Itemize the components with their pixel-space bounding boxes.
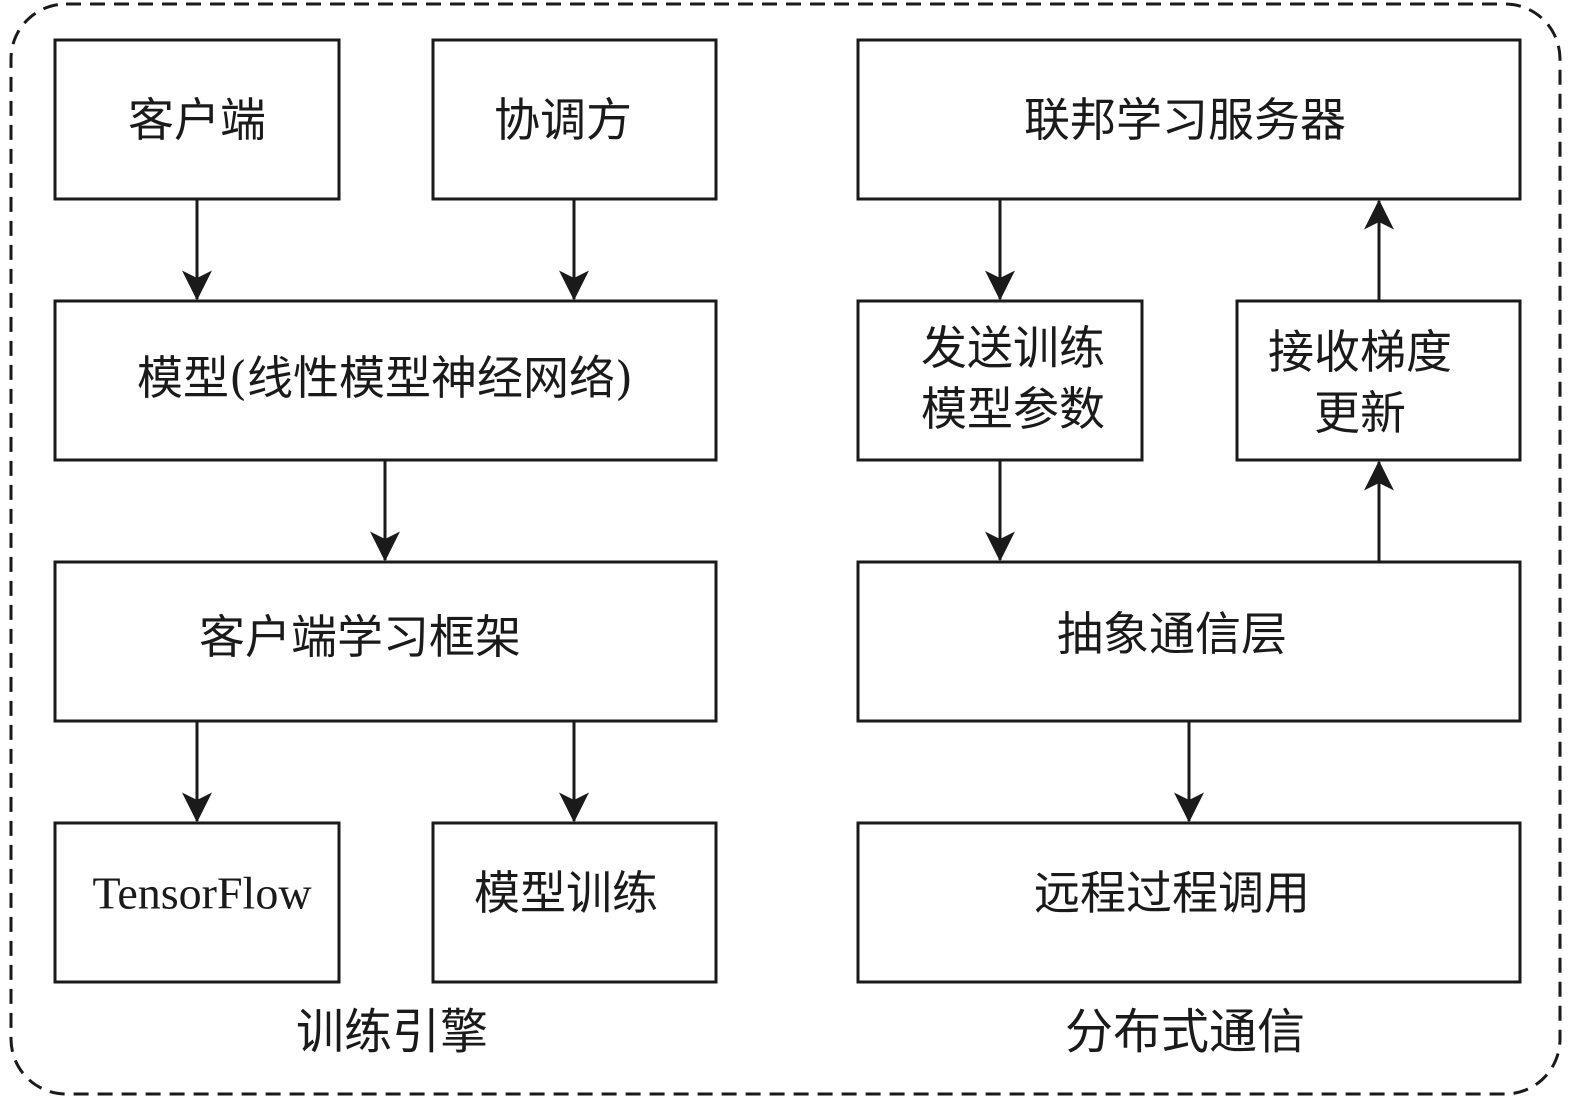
send-params-label-line2: 模型参数: [921, 382, 1105, 436]
receive-grad-label-line1: 接收梯度: [1268, 325, 1452, 379]
model-training-label: 模型训练: [474, 866, 658, 920]
distributed-comm-label: 分布式通信: [1065, 1004, 1305, 1060]
client-framework-label: 客户端学习框架: [199, 610, 521, 664]
send-params-box: [856, 299, 1144, 462]
rpc-label: 远程过程调用: [1034, 866, 1310, 920]
client-box: [53, 38, 341, 201]
model-training-box: [431, 821, 718, 984]
tensorflow-label: TensorFlow: [92, 868, 312, 919]
fl-server-box: [856, 38, 1522, 201]
client-label: 客户端: [128, 93, 266, 147]
receive-grad-label-line2: 更新: [1314, 386, 1406, 440]
model-box: [53, 299, 718, 462]
comm-layer-box: [856, 560, 1522, 723]
fl-server-label: 联邦学习服务器: [1024, 93, 1346, 147]
send-params-label-line1: 发送训练: [921, 321, 1105, 375]
training-engine-label: 训练引擎: [296, 1004, 488, 1060]
tensorflow-box: [53, 821, 341, 984]
rpc-box: [856, 821, 1522, 984]
model-label: 模型(线性模型神经网络): [137, 351, 633, 405]
coordinator-label: 协调方: [494, 93, 632, 147]
client-framework-box: [53, 560, 718, 723]
coordinator-box: [431, 38, 718, 201]
receive-grad-box: [1235, 299, 1522, 462]
comm-layer-label: 抽象通信层: [1057, 607, 1287, 661]
